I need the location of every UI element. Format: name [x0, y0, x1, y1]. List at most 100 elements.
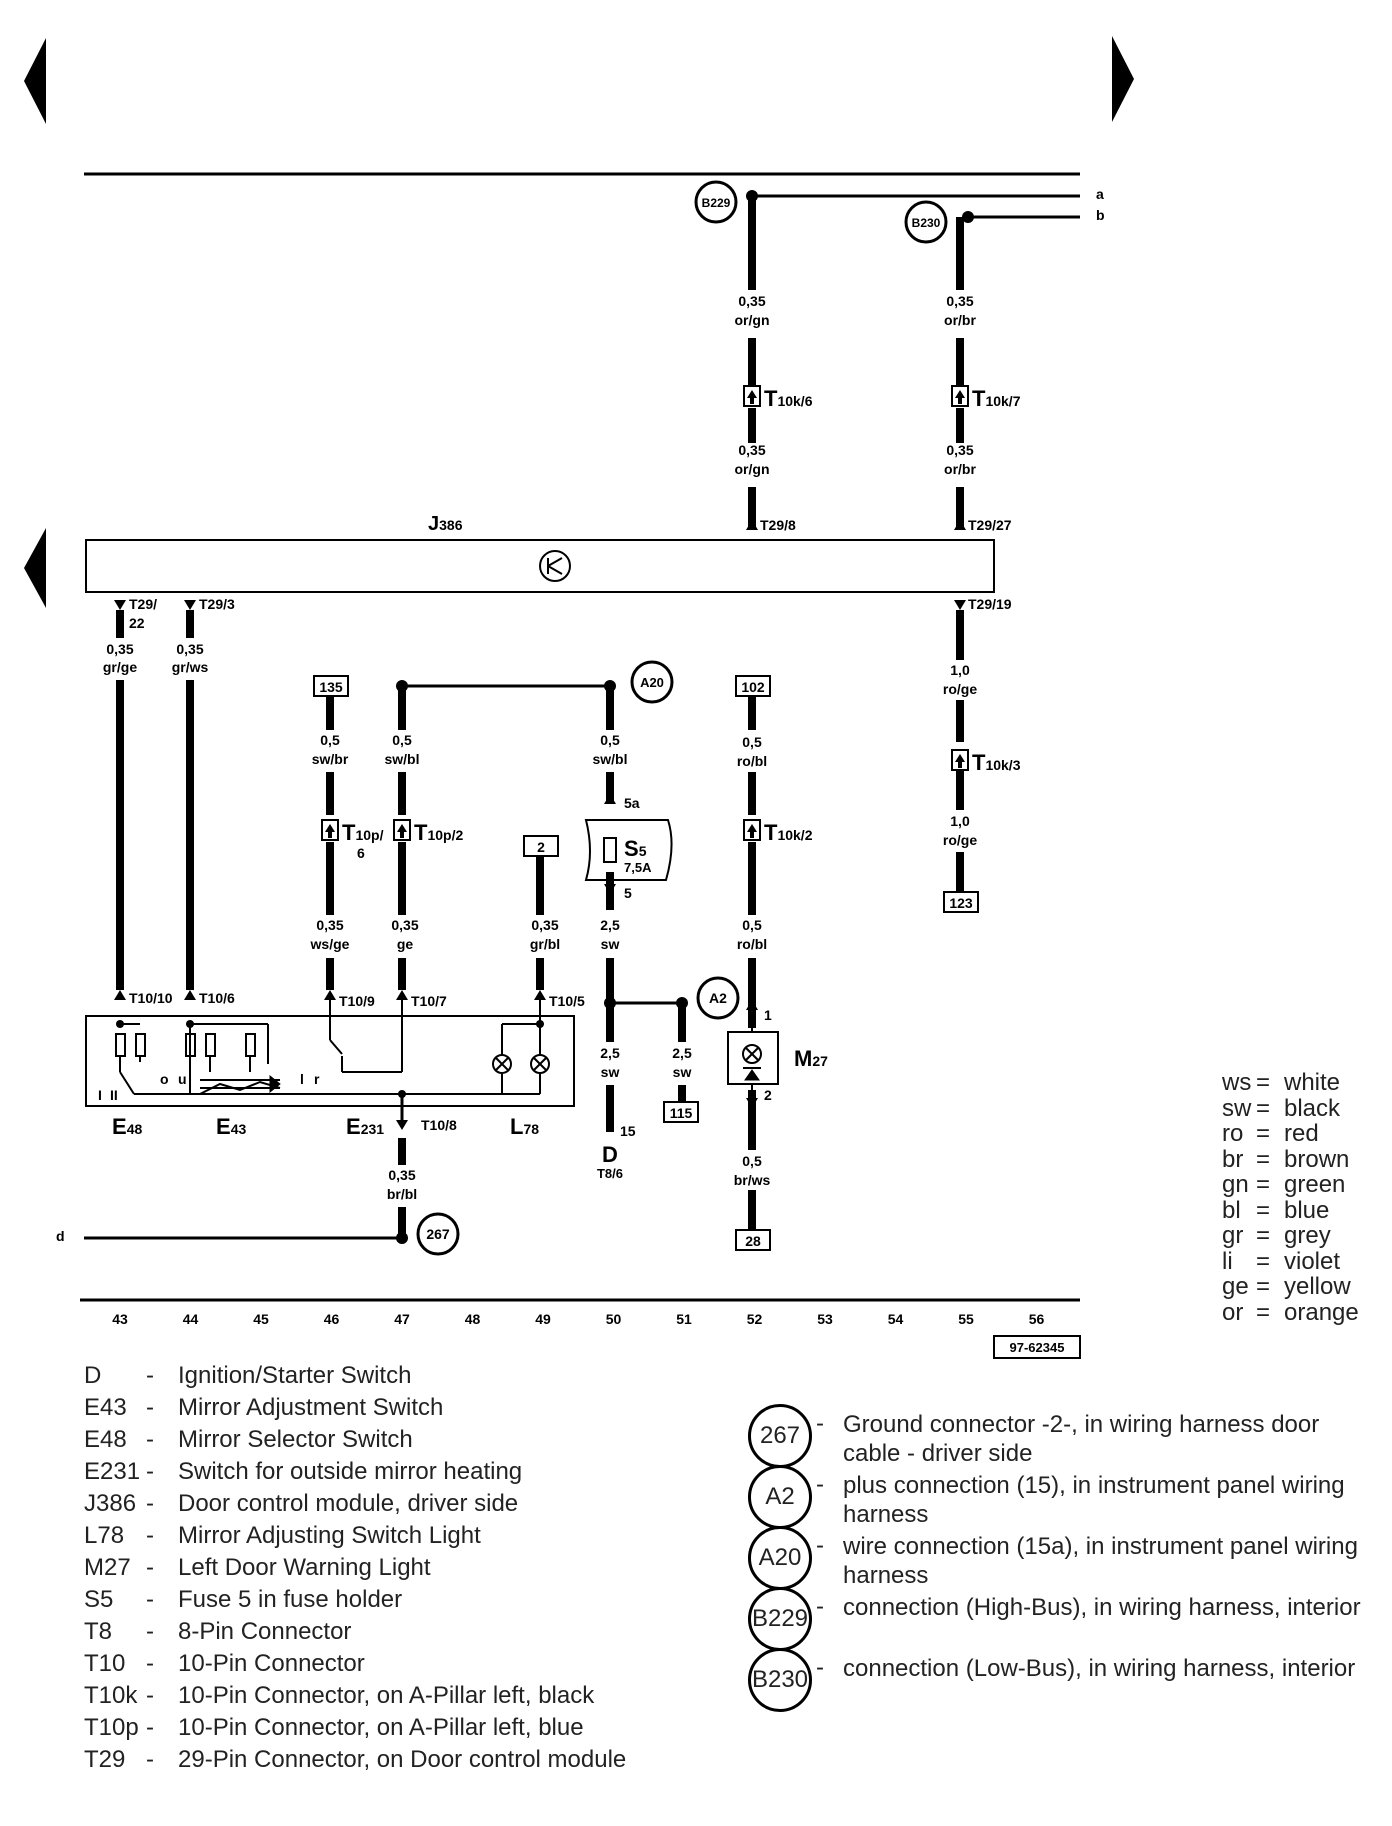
wire-size-label: 0,35: [946, 442, 973, 458]
wire-color-label: br/bl: [387, 1186, 417, 1202]
continue-left-arrow[interactable]: [24, 528, 50, 608]
legend-row: T10p-10-Pin Connector, on A-Pillar left,…: [84, 1714, 584, 1741]
legend-row: T8-8-Pin Connector: [84, 1618, 352, 1645]
wire-color-label: sw: [601, 936, 620, 952]
wire-color-label: or/br: [944, 461, 976, 477]
wire-color-label: br/ws: [734, 1172, 771, 1188]
connector-b230-label: B230: [912, 216, 941, 230]
connector-name: T10p/2: [414, 820, 463, 845]
wire-color-label: gr/bl: [530, 936, 560, 952]
pin-label: T29/19: [968, 596, 1012, 612]
wire-size-label: 0,5: [320, 732, 340, 748]
legend-row: E48-Mirror Selector Switch: [84, 1426, 413, 1453]
component-name: E231: [346, 1114, 384, 1139]
switch-mark: I: [98, 1087, 102, 1103]
control-module-title: J386: [428, 513, 463, 535]
wire-size-label: 0,5: [742, 734, 762, 750]
connection-circle: B230: [748, 1648, 812, 1712]
fuse-name: S5: [624, 836, 647, 861]
pin-label: 2: [764, 1087, 772, 1103]
wire-color-label: ro/bl: [737, 753, 767, 769]
grid-number: 43: [112, 1311, 128, 1327]
wire-size-label: 0,35: [738, 442, 765, 458]
wire-size-label: 0,35: [176, 641, 203, 657]
grid-number: 54: [888, 1311, 904, 1327]
connection-circle: A2: [748, 1465, 812, 1529]
wire-color-label: sw: [601, 1064, 620, 1080]
color-code-row: gn=green: [1222, 1171, 1346, 1198]
connector-a20-label: A20: [640, 675, 664, 690]
switch-mark: u: [178, 1071, 187, 1087]
wire-size-label: 0,5: [600, 732, 620, 748]
pin-label: 5: [624, 885, 632, 901]
switch-mark: II: [110, 1087, 118, 1103]
line-d-label: d: [56, 1228, 65, 1244]
connector-name: T10k/2: [764, 820, 813, 845]
wire-color-label: or/gn: [735, 461, 770, 477]
color-code-row: ro=red: [1222, 1120, 1319, 1147]
bus-a-label: a: [1096, 186, 1104, 202]
wire-size-label: 0,35: [391, 917, 418, 933]
legend-row: E231-Switch for outside mirror heating: [84, 1458, 523, 1485]
color-code-row: gr=grey: [1222, 1222, 1331, 1249]
pin-label: T29/27: [968, 517, 1012, 533]
connection-circle: A20: [748, 1526, 812, 1590]
switch-mark: o: [160, 1071, 169, 1087]
pin-label: T8/6: [597, 1166, 623, 1181]
figure-id: 97-62345: [1010, 1340, 1065, 1355]
legend-row: L78-Mirror Adjusting Switch Light: [84, 1522, 481, 1549]
connector-b229-label: B229: [702, 196, 731, 210]
connection-circle: 267: [748, 1404, 812, 1468]
fuse-rating: 7,5A: [624, 860, 652, 875]
color-code-row: sw=black: [1222, 1094, 1341, 1122]
ref-box-2: 2: [537, 839, 545, 855]
bus-b-label: b: [1096, 207, 1105, 223]
wire-size-label: 2,5: [600, 1045, 620, 1061]
pin-label: T10/5: [549, 993, 585, 1009]
wire-color-label: or/br: [944, 312, 976, 328]
wire-size-label: 0,35: [738, 293, 765, 309]
connector-pin: 6: [357, 845, 365, 861]
ref-box-123: 123: [949, 895, 973, 911]
wire-color-label: sw/bl: [384, 751, 419, 767]
wire-size-label: 1,0: [950, 813, 970, 829]
wire-size-label: 0,35: [106, 641, 133, 657]
switch-mark: l: [300, 1071, 304, 1087]
legend-row: E43-Mirror Adjustment Switch: [84, 1394, 444, 1421]
pin-label: T10/9: [339, 993, 375, 1009]
legend-row: T29-29-Pin Connector, on Door control mo…: [84, 1746, 627, 1773]
grid-number: 46: [324, 1311, 340, 1327]
pin-label: T29/3: [199, 596, 235, 612]
wire-size-label: 0,35: [531, 917, 558, 933]
connector-name: T10p/: [342, 820, 384, 845]
color-code-row: li=violet: [1222, 1247, 1341, 1275]
switch-mark: r: [314, 1071, 320, 1087]
grid-number: 51: [676, 1311, 692, 1327]
previous-page-arrow[interactable]: [24, 38, 50, 124]
connection-circle: B229: [748, 1587, 812, 1651]
pin-label: 15: [620, 1123, 636, 1139]
pin-label: 1: [764, 1007, 772, 1023]
connector-name: T10k/6: [764, 386, 813, 411]
wire-color-label: ro/bl: [737, 936, 767, 952]
legend-row: M27-Left Door Warning Light: [84, 1554, 431, 1581]
ref-box-102: 102: [741, 679, 765, 695]
color-code-row: or=orange: [1222, 1298, 1359, 1326]
connector-name: T10k/7: [972, 386, 1021, 411]
component-name: L78: [510, 1114, 539, 1139]
grid-number: 47: [394, 1311, 410, 1327]
component-name: E48: [112, 1114, 142, 1139]
next-page-arrow[interactable]: [1108, 36, 1134, 122]
wire-size-label: 0,5: [742, 917, 762, 933]
wire-color-label: ge: [397, 936, 414, 952]
wire-size-label: 0,5: [392, 732, 412, 748]
legend-row: J386-Door control module, driver side: [84, 1490, 519, 1517]
pin-label: T29/: [129, 596, 157, 612]
grid-number: 52: [747, 1311, 763, 1327]
wire-color-label: ro/ge: [943, 832, 977, 848]
pin-label: 5a: [624, 795, 640, 811]
wire-size-label: 1,0: [950, 662, 970, 678]
